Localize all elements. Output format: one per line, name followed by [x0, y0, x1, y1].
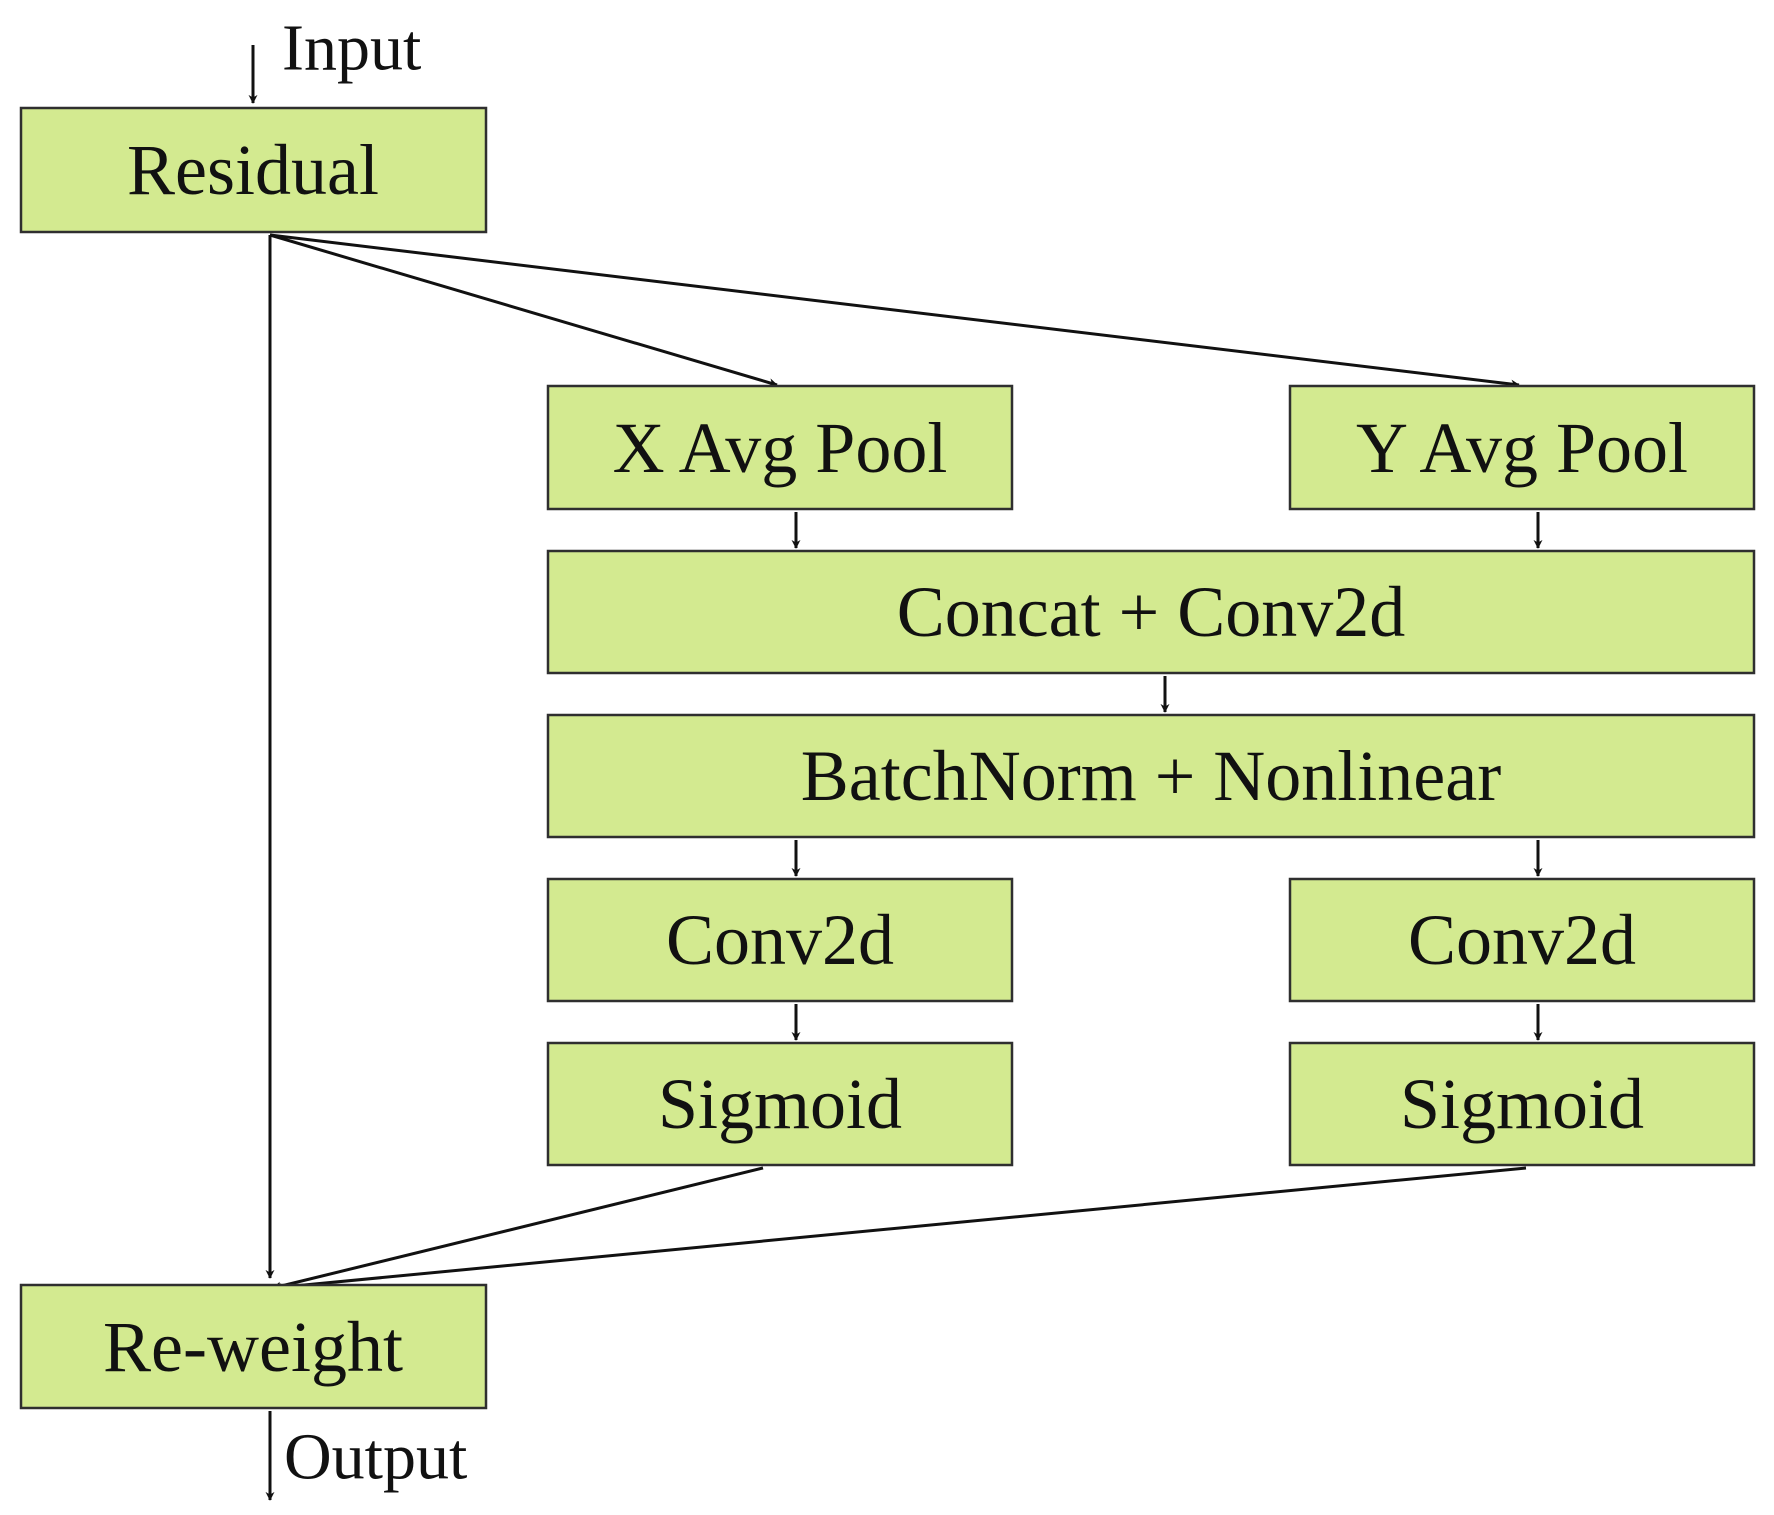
node-sigmoid-left: Sigmoid — [546, 1041, 1014, 1167]
node-reweight-label: Re-weight — [103, 1307, 403, 1387]
node-conv2d-right-label: Conv2d — [1408, 900, 1636, 980]
edge-residual-to-y-avg-pool — [269, 233, 1520, 389]
input-label: Input — [282, 12, 421, 85]
edge-sigmoid-left-to-reweight — [272, 1166, 764, 1291]
node-x-avg-pool: X Avg Pool — [546, 384, 1014, 511]
node-x-avg-pool-label: X Avg Pool — [613, 408, 948, 488]
node-reweight: Re-weight — [19, 1283, 488, 1410]
node-concat-conv2d: Concat + Conv2d — [546, 549, 1756, 675]
node-batchnorm-nonlinear-label: BatchNorm + Nonlinear — [801, 736, 1501, 816]
edges — [248, 45, 1543, 1501]
node-conv2d-right: Conv2d — [1288, 877, 1756, 1003]
edge-sigmoid-right-to-reweight — [272, 1166, 1527, 1292]
edge-residual-to-x-avg-pool — [269, 233, 778, 388]
node-sigmoid-right: Sigmoid — [1288, 1041, 1756, 1167]
node-y-avg-pool: Y Avg Pool — [1288, 384, 1756, 511]
node-batchnorm-nonlinear: BatchNorm + Nonlinear — [546, 713, 1756, 839]
node-residual-label: Residual — [127, 130, 379, 210]
output-label: Output — [284, 1421, 467, 1494]
node-conv2d-left: Conv2d — [546, 877, 1014, 1003]
node-concat-conv2d-label: Concat + Conv2d — [897, 572, 1406, 652]
node-y-avg-pool-label: Y Avg Pool — [1356, 408, 1688, 488]
node-sigmoid-left-label: Sigmoid — [658, 1064, 902, 1144]
node-residual: Residual — [19, 106, 488, 234]
node-conv2d-left-label: Conv2d — [666, 900, 894, 980]
node-sigmoid-right-label: Sigmoid — [1400, 1064, 1644, 1144]
